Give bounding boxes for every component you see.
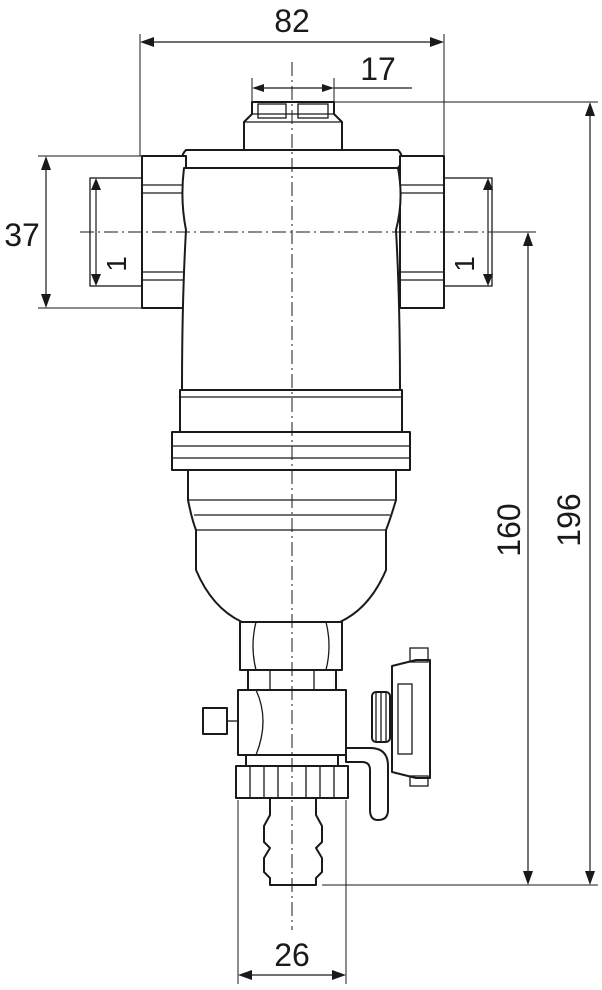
port-to-bottom-label: 160 [491,503,527,556]
thread-right-label: 1 [449,256,480,272]
dimension-port-to-bottom: 160 [322,231,536,886]
overall-height-label: 196 [551,493,587,546]
hose-barb [263,797,323,886]
collar-ring [171,431,411,471]
handle-plate [391,659,431,779]
dimension-thread-left: 1 [91,178,132,286]
valve-side-knob [202,707,228,735]
overall-width-label: 82 [274,3,310,39]
dimension-overall-height: 196 [334,101,598,886]
dimension-overall-width: 82 [139,3,445,156]
main-cylinder [181,167,402,391]
valve-handle [345,747,389,821]
collar-band [179,389,403,433]
top-cap [243,101,343,151]
dimension-thread-right: 1 [449,178,493,286]
center-lines [80,62,528,930]
port-height-label: 37 [4,217,40,253]
outlet-width-label: 26 [274,937,310,973]
dimension-top-cap-width: 17 [251,51,412,102]
dimension-outlet-width: 26 [237,800,347,984]
top-cap-width-label: 17 [360,51,396,87]
thread-left-label: 1 [101,256,132,272]
filter-body [89,101,493,886]
dimension-port-height: 37 [4,155,142,309]
drain-neck [239,621,343,671]
